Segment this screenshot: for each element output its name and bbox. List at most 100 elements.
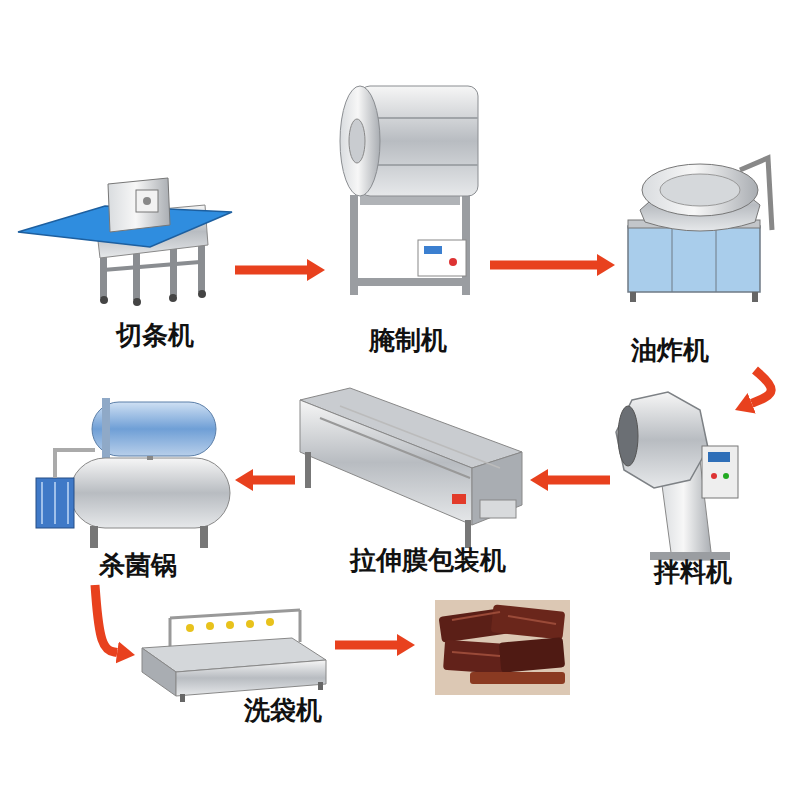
sterilizer-picture <box>36 398 230 548</box>
machine-node: 切条机 <box>15 145 235 355</box>
seasoning-mixer-picture <box>702 446 738 498</box>
machine-name: 腌制机 <box>369 325 447 356</box>
packing-machine-picture <box>480 500 516 518</box>
jerky-product-photo <box>470 672 565 684</box>
bag-washer-picture <box>186 624 194 632</box>
seasoning-mixer-picture <box>616 392 708 488</box>
flow-arrow <box>548 476 610 485</box>
seasoning-mixer-picture <box>708 452 730 462</box>
jerky-product-photo <box>435 600 570 695</box>
product-arrow <box>335 641 397 650</box>
fryer-picture <box>642 164 758 216</box>
bag-washer-picture <box>226 621 234 629</box>
packing-machine-picture <box>300 400 472 525</box>
marinating-tumbler-picture <box>349 119 365 163</box>
seasoning-mixer-picture <box>618 406 638 466</box>
sterilizer-picture <box>92 402 216 456</box>
packing-machine-picture <box>300 388 522 548</box>
strip-cutter-picture <box>108 178 170 232</box>
bag-washer-picture <box>206 622 214 630</box>
strip-cutter-picture <box>198 290 206 298</box>
sterilizer-picture <box>67 482 69 524</box>
marinating-tumbler-picture <box>449 258 457 266</box>
flow-arrow <box>253 476 295 485</box>
fryer-picture <box>628 158 772 302</box>
bag-washer-picture <box>266 618 274 626</box>
strip-cutter-picture <box>133 248 140 300</box>
strip-cutter-picture <box>169 294 177 302</box>
bag-washer-picture <box>318 682 323 690</box>
strip-cutter-picture <box>143 197 151 205</box>
fryer-picture <box>752 292 758 302</box>
packing-machine-picture <box>340 406 500 468</box>
fryer-picture <box>716 226 717 292</box>
bag-washer-picture <box>180 694 185 702</box>
strip-cutter-picture <box>170 244 177 296</box>
marinating-tumbler-picture <box>418 240 466 276</box>
machine-node: 洗袋机 <box>135 600 330 730</box>
marinating-tumbler-picture <box>424 246 442 254</box>
bag-washer-picture <box>170 610 300 618</box>
machine-name: 油炸机 <box>631 335 709 366</box>
packing-machine-picture <box>465 520 471 548</box>
marinating-tumbler-picture <box>340 86 380 196</box>
machine-name: 拌料机 <box>654 557 732 588</box>
bag-washer-picture <box>246 620 254 628</box>
sterilizer-picture <box>36 478 74 528</box>
machine-node: 腌制机 <box>325 65 490 360</box>
flow-arrow <box>235 266 307 275</box>
machine-node: 拉伸膜包装机 <box>295 385 530 580</box>
bag-washer-picture <box>169 618 172 650</box>
jerky-product-photo <box>452 652 500 656</box>
sterilizer-picture <box>55 450 95 478</box>
packing-machine-picture <box>472 452 522 525</box>
seasoning-mixer-picture <box>723 473 729 479</box>
sterilizer-picture <box>102 398 110 458</box>
machine-node: 拌料机 <box>610 410 775 592</box>
jerky-product-photo <box>499 637 565 672</box>
jerky-product-photo <box>491 604 566 639</box>
sterilizer-picture <box>200 526 208 548</box>
machine-node: 油炸机 <box>615 140 785 370</box>
machine-name: 杀菌锅 <box>99 550 177 581</box>
strip-cutter-picture <box>18 178 232 306</box>
marinating-tumbler-picture <box>340 86 478 295</box>
fryer-picture <box>740 158 772 230</box>
machine-node: 杀菌锅 <box>30 395 235 585</box>
product-arrow <box>335 645 397 646</box>
fryer-picture <box>630 292 636 302</box>
bag-washer-picture <box>176 660 326 696</box>
bag-washer-picture <box>299 610 302 642</box>
sterilizer-picture <box>70 458 230 528</box>
strip-cutter-picture <box>103 262 200 270</box>
fryer-picture <box>628 226 760 292</box>
sterilizer-picture <box>90 526 98 548</box>
marinating-tumbler-picture <box>350 278 470 286</box>
flow-arrow <box>95 585 117 652</box>
machine-name: 拉伸膜包装机 <box>350 545 506 576</box>
jerky-product-photo <box>452 612 500 620</box>
flow-arrow <box>490 261 597 270</box>
seasoning-mixer-picture <box>616 392 738 560</box>
sterilizer-picture <box>54 482 56 524</box>
machine-name: 洗袋机 <box>244 695 322 726</box>
fryer-picture <box>660 174 740 206</box>
strip-cutter-picture <box>136 190 158 212</box>
jerky-product-photo <box>508 616 556 624</box>
seasoning-mixer-picture <box>711 473 717 479</box>
machine-name: 切条机 <box>116 320 194 351</box>
strip-cutter-picture <box>133 298 141 306</box>
strip-cutter-picture <box>100 296 108 304</box>
fryer-picture <box>672 226 673 292</box>
packing-machine-picture <box>452 494 466 504</box>
sterilizer-picture <box>41 482 43 524</box>
packing-machine-picture <box>305 452 311 488</box>
flow-arrow <box>752 370 771 403</box>
bag-washer-picture <box>142 648 176 696</box>
sterilizer-picture <box>147 456 153 460</box>
jerky-product-photo <box>435 600 570 695</box>
